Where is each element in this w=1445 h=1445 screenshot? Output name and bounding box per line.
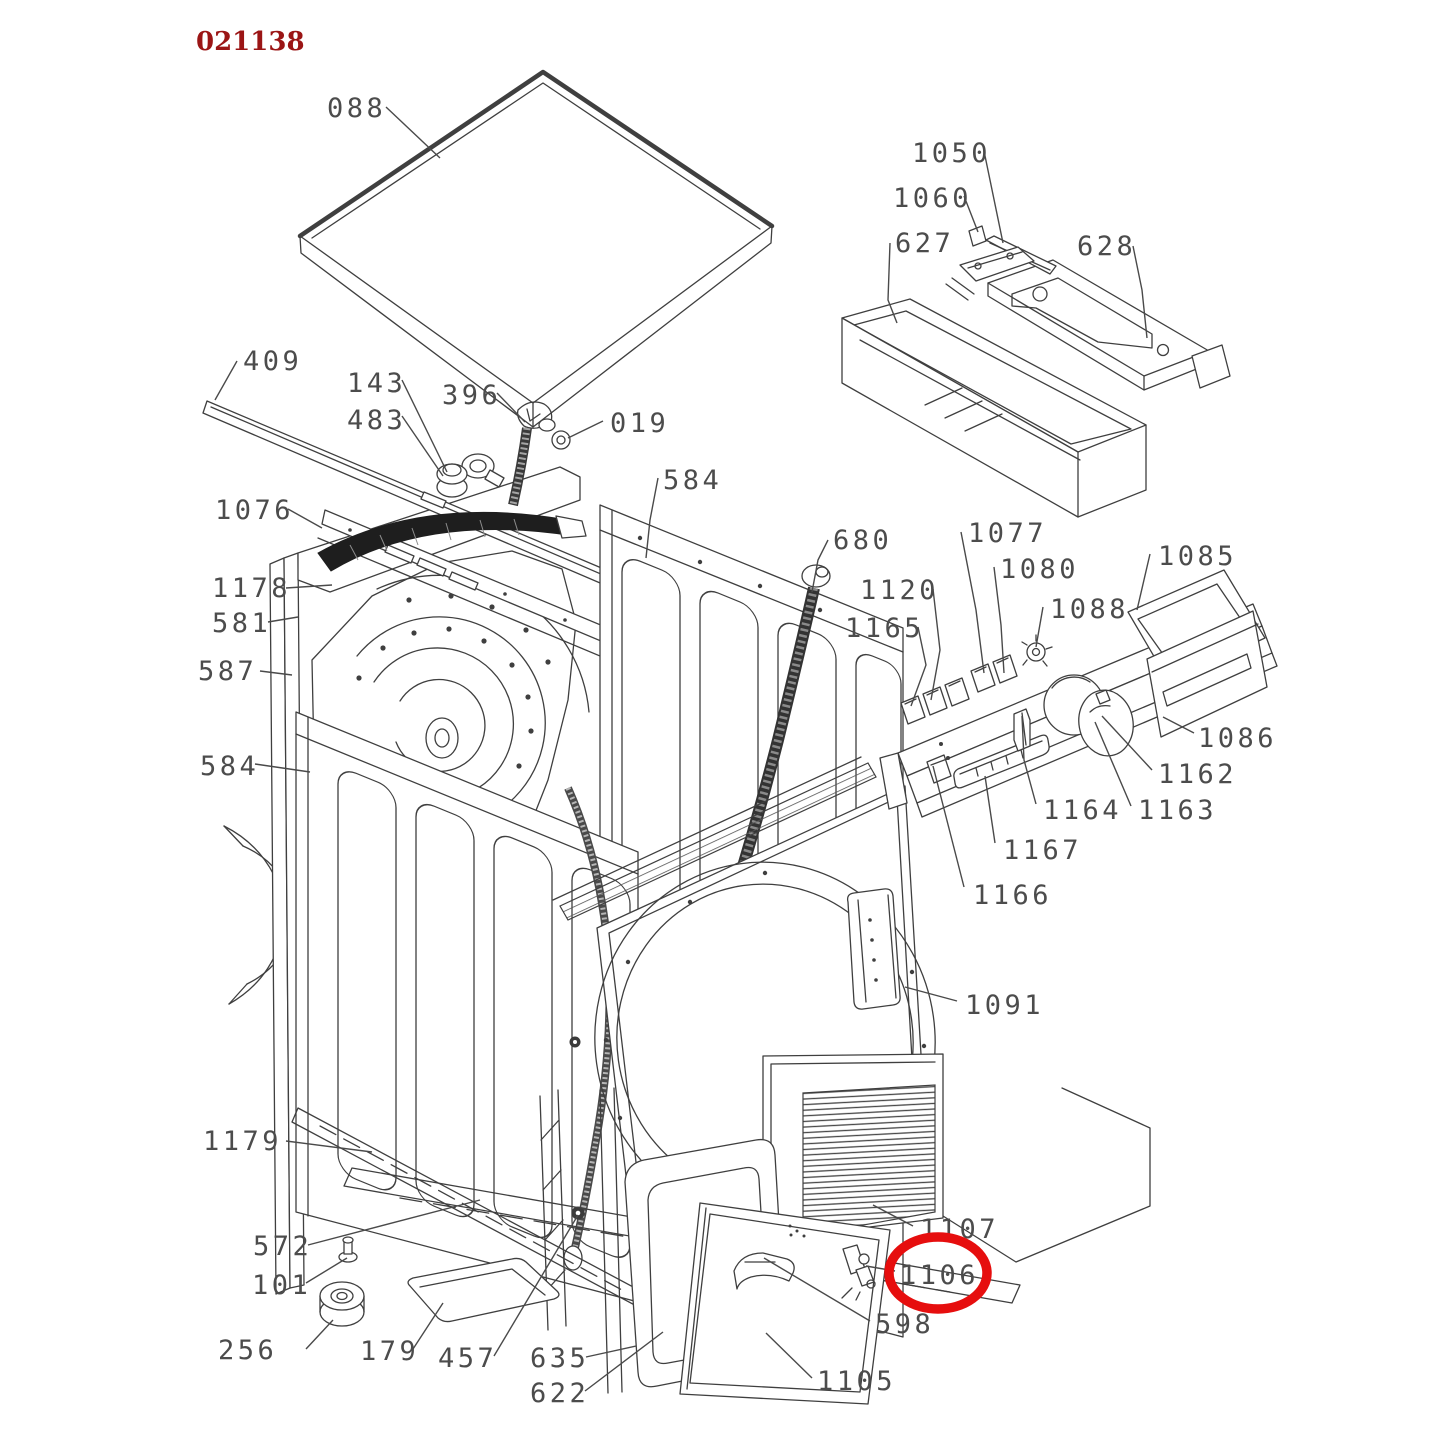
part-label-587: 587 <box>198 656 257 687</box>
part-fill-hose-group <box>436 401 571 507</box>
part-label-483: 483 <box>347 405 406 436</box>
part-label-019: 019 <box>610 408 669 439</box>
part-label-409: 409 <box>243 346 302 377</box>
part-label-598: 598 <box>875 1309 934 1340</box>
part-label-1179: 1179 <box>203 1126 282 1157</box>
leader-line-483 <box>401 415 444 477</box>
part-label-1076: 1076 <box>215 495 294 526</box>
part-lower-cover-grille <box>762 1053 944 1241</box>
highlight-circle <box>884 1232 992 1314</box>
leader-line-1167 <box>984 775 996 844</box>
leader-line-143 <box>401 379 448 473</box>
part-label-1164: 1164 <box>1043 795 1122 826</box>
part-label-143: 143 <box>347 368 406 399</box>
part-label-457: 457 <box>438 1343 497 1374</box>
part-label-1165: 1165 <box>845 613 924 644</box>
line-art <box>202 69 1278 1405</box>
part-label-1060: 1060 <box>893 183 972 214</box>
leader-line-1162 <box>1101 715 1153 771</box>
leader-line-1085 <box>1136 553 1151 611</box>
part-label-088: 088 <box>327 93 386 124</box>
leader-line-622 <box>584 1331 664 1392</box>
leader-line-1165 <box>910 626 927 707</box>
leader-line-1107 <box>872 1204 914 1227</box>
part-label-1085: 1085 <box>1158 541 1237 572</box>
leader-line-256 <box>305 1319 334 1350</box>
part-label-680: 680 <box>833 525 892 556</box>
part-label-572: 572 <box>253 1231 312 1262</box>
leader-line-1105 <box>765 1332 813 1379</box>
part-label-396: 396 <box>442 380 501 411</box>
leader-line-179 <box>412 1302 444 1350</box>
document-number: 021138 <box>196 27 305 57</box>
part-handle <box>317 511 587 572</box>
leader-line-1091 <box>904 986 958 1002</box>
part-label-1088: 1088 <box>1050 594 1129 625</box>
part-tray-cover <box>987 259 1231 391</box>
leader-line-584-center <box>645 477 659 559</box>
part-label-627: 627 <box>895 228 954 259</box>
part-label-179: 179 <box>360 1336 419 1367</box>
part-label-1167: 1167 <box>1003 835 1082 866</box>
part-label-584-center: 584 <box>663 465 722 496</box>
part-label-584-side: 584 <box>200 751 259 782</box>
part-label-1091: 1091 <box>965 990 1044 1021</box>
leader-line-581 <box>267 616 299 623</box>
leader-line-584-side <box>254 763 311 773</box>
part-label-1162: 1162 <box>1158 759 1237 790</box>
part-condenser-door <box>679 1202 891 1405</box>
leader-line-1178 <box>285 584 333 589</box>
part-side-panel <box>295 711 639 1303</box>
part-label-628: 628 <box>1077 231 1136 262</box>
part-door-switch <box>841 1244 876 1301</box>
part-label-1120: 1120 <box>860 575 939 606</box>
leader-line-1088 <box>1035 606 1044 648</box>
part-label-1077: 1077 <box>968 518 1047 549</box>
leader-line-019 <box>567 420 604 439</box>
part-labels: 088 1050 1060 627 628 409 143 483 396 019 584 1076 1… <box>198 93 1277 1409</box>
part-control-panel <box>879 569 1278 818</box>
leader-line-1050 <box>983 150 1004 244</box>
part-label-635: 635 <box>530 1343 589 1374</box>
leader-line-101 <box>305 1257 348 1284</box>
part-label-1105: 1105 <box>817 1366 896 1397</box>
part-label-256: 256 <box>218 1335 277 1366</box>
part-label-101: 101 <box>252 1270 311 1301</box>
leader-line-457 <box>493 1214 579 1357</box>
part-label-1106: 1106 <box>900 1260 979 1291</box>
leader-line-1076 <box>287 508 323 529</box>
leader-line-572 <box>307 1199 481 1246</box>
part-label-1080: 1080 <box>1000 554 1079 585</box>
leader-line-1166 <box>932 765 965 888</box>
part-label-581: 581 <box>212 608 271 639</box>
leader-line-1080 <box>993 566 1005 674</box>
leader-line-1086 <box>1162 716 1195 734</box>
leader-line-1163 <box>1094 721 1132 807</box>
leader-line-396 <box>496 392 526 423</box>
leader-line-598 <box>763 1257 871 1322</box>
highlight-layer <box>884 1232 992 1314</box>
leader-line-1077 <box>960 531 985 674</box>
leader-line-1164 <box>1021 715 1037 805</box>
part-label-1178: 1178 <box>212 573 291 604</box>
leader-line-088 <box>385 106 441 159</box>
leader-line-587 <box>259 670 293 676</box>
leader-line-1120 <box>930 588 941 701</box>
part-top-panel <box>297 69 775 428</box>
leader-line-1179 <box>285 1140 373 1153</box>
leader-line-680 <box>811 539 829 593</box>
part-label-1086: 1086 <box>1198 723 1277 754</box>
leader-line-627 <box>887 242 898 324</box>
part-hinge-set <box>945 225 1057 301</box>
part-label-622: 622 <box>530 1378 589 1409</box>
leader-line-1060 <box>963 195 979 233</box>
leader-line-628 <box>1132 245 1148 339</box>
part-label-1166: 1166 <box>973 880 1052 911</box>
part-condensate-tray <box>841 298 1147 518</box>
leader-line-409 <box>214 360 238 401</box>
part-label-1050: 1050 <box>912 138 991 169</box>
leader-line-635 <box>585 1345 637 1358</box>
part-label-1163: 1163 <box>1138 795 1217 826</box>
